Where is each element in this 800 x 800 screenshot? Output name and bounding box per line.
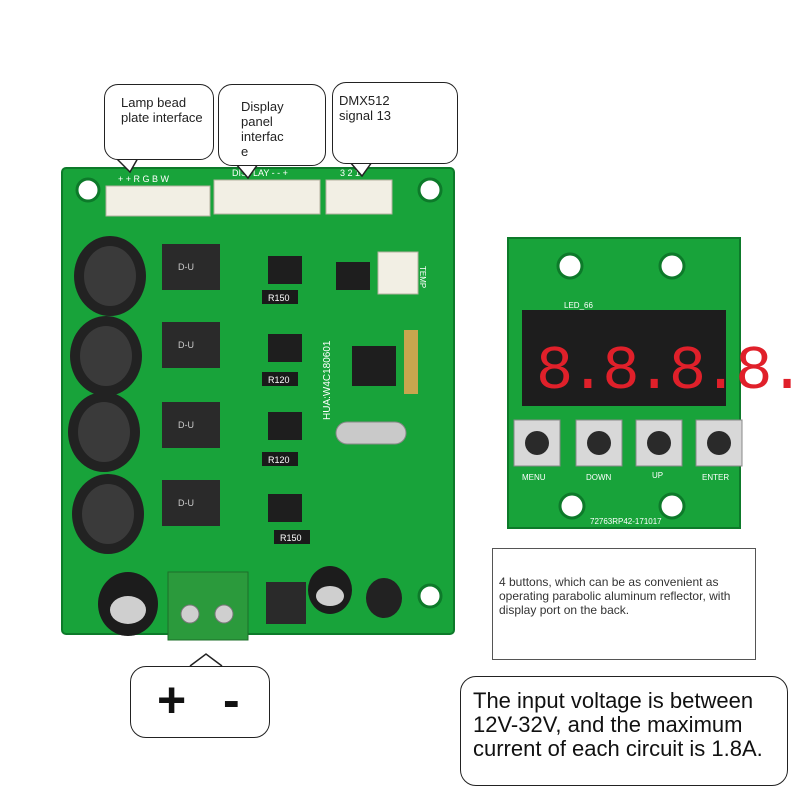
serial-label: 72763RP42-171017	[590, 517, 662, 526]
callout-lamp-bead-text: Lamp bead plate interface	[121, 95, 203, 125]
resistor-label-3: R120	[268, 455, 290, 465]
callout-lamp-bead: Lamp bead plate interface	[104, 84, 214, 160]
dmx-pins-label: 3 2 1	[340, 168, 360, 178]
mount-hole	[75, 177, 101, 203]
button-label-enter: ENTER	[702, 473, 729, 482]
mount-hole	[556, 252, 584, 280]
plus-sign: +	[157, 672, 187, 728]
rgbw-label: + + R G B W	[118, 174, 170, 184]
resistor-label-1: R150	[268, 293, 290, 303]
driver-board	[61, 167, 455, 641]
crystal	[335, 421, 407, 445]
resistor-label-4: R150	[280, 533, 302, 543]
power-terminal	[167, 571, 249, 641]
driver-ics	[268, 256, 396, 522]
button-label-up: UP	[652, 471, 663, 480]
rgbw-connector	[105, 185, 211, 217]
display-board	[507, 237, 743, 529]
mount-hole	[417, 177, 443, 203]
temp-label: TEMP	[418, 266, 427, 288]
resistor-label-2: R120	[268, 375, 290, 385]
voltage-callout: The input voltage is between 12V-32V, an…	[460, 676, 788, 786]
regulator	[266, 582, 306, 624]
mount-hole	[558, 492, 586, 520]
button-pads	[513, 419, 743, 467]
voltage-callout-text: The input voltage is between 12V-32V, an…	[473, 688, 763, 761]
capacitors	[68, 236, 402, 636]
ic-mark-2: D-U	[178, 340, 194, 350]
display-label: DISPLAY - - +	[232, 168, 288, 178]
callout-pointer	[349, 161, 373, 178]
callout-display-panel-text: Display panel interfac e	[241, 99, 284, 159]
temp-connector	[377, 251, 419, 295]
led-digits: 8.8.8.8.	[536, 336, 800, 407]
polarity-callout: + -	[130, 666, 270, 738]
button-label-menu: MENU	[522, 473, 546, 482]
mount-hole	[658, 252, 686, 280]
led-label: LED_66	[564, 301, 593, 310]
mosfet-chips	[162, 244, 220, 526]
model-label: HUA:W4C180601	[322, 340, 333, 420]
dmx-connector	[325, 179, 393, 215]
minus-sign: -	[223, 672, 240, 728]
mount-hole	[658, 492, 686, 520]
callout-dmx: DMX512 signal 13	[332, 82, 458, 164]
mount-hole	[417, 583, 443, 609]
callout-pointer	[115, 157, 139, 174]
callout-pointer	[189, 653, 223, 667]
display-connector	[213, 179, 321, 215]
led-display	[522, 310, 726, 406]
ic-mark-1: D-U	[178, 262, 194, 272]
buttons-note-text: 4 buttons, which can be as convenient as…	[499, 575, 731, 617]
buttons-note: 4 buttons, which can be as convenient as…	[492, 548, 756, 660]
callout-display-panel: Display panel interfac e	[218, 84, 326, 166]
callout-dmx-text: DMX512 signal 13	[339, 93, 392, 123]
pin-header	[404, 330, 418, 394]
button-caps	[525, 431, 731, 455]
ic-mark-3: D-U	[178, 420, 194, 430]
resistor-bodies	[262, 290, 310, 544]
callout-pointer	[235, 163, 259, 180]
button-label-down: DOWN	[586, 473, 612, 482]
ic-mark-4: D-U	[178, 498, 194, 508]
